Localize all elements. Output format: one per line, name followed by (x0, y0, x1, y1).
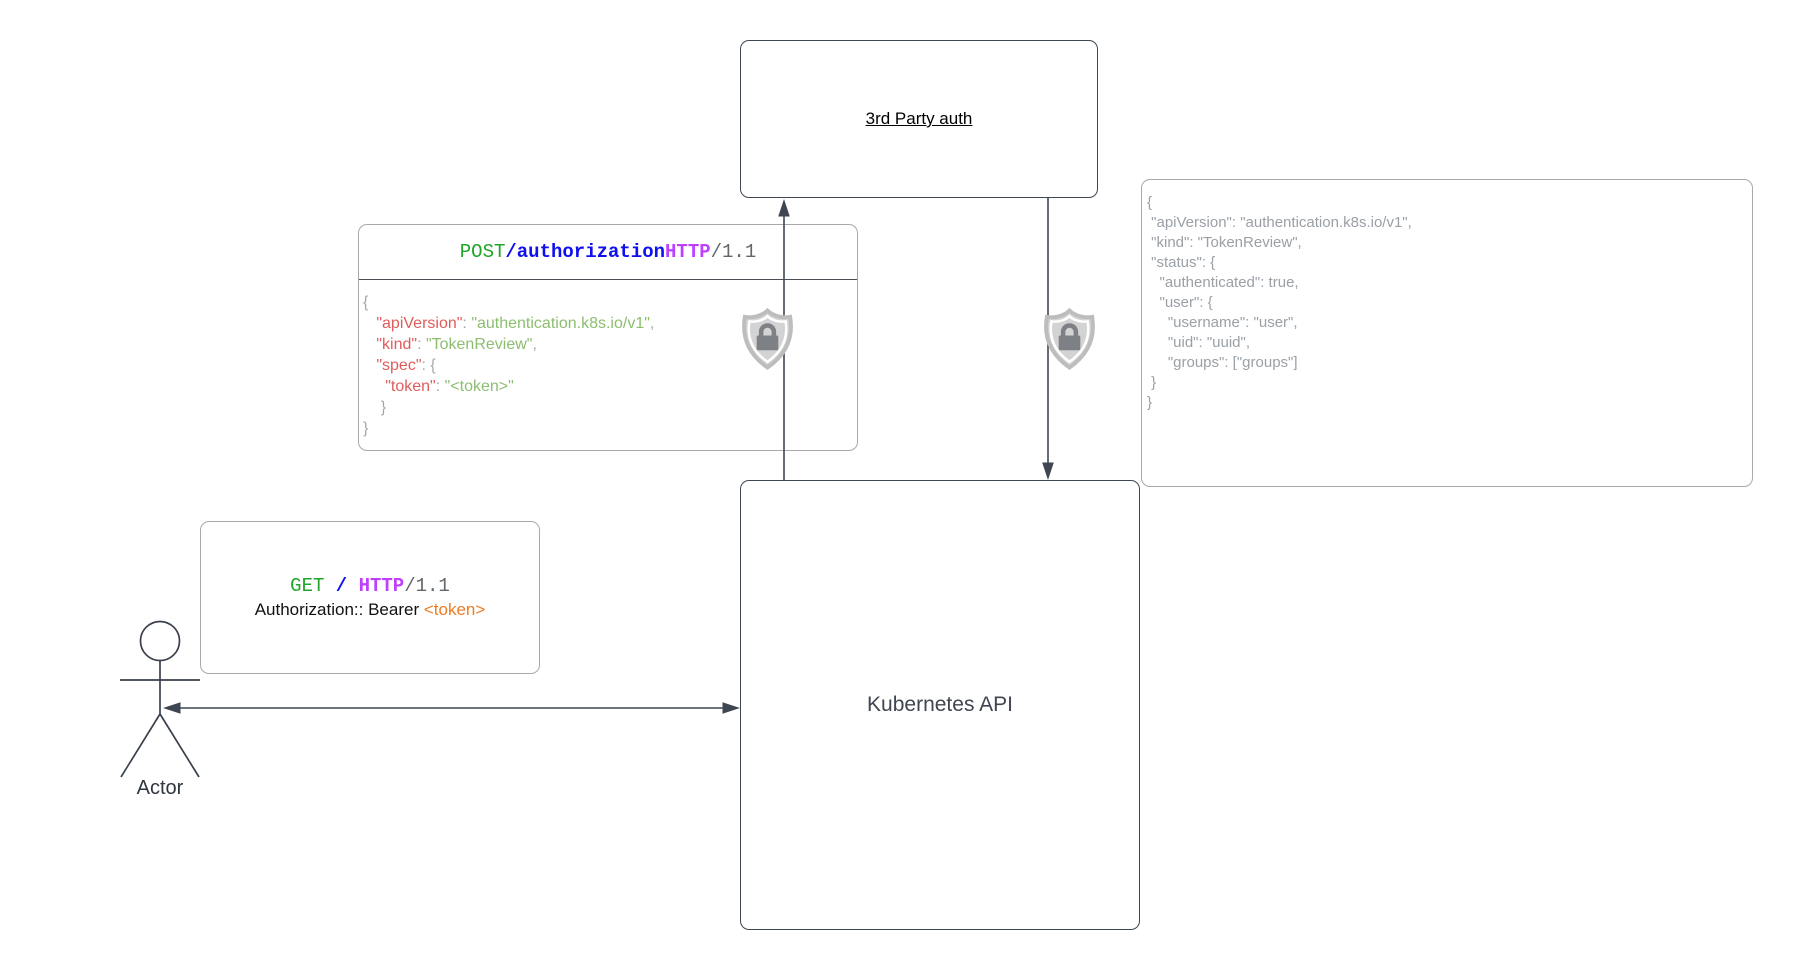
kubernetes-api-label: Kubernetes API (867, 693, 1013, 716)
padlock-glyph (1058, 323, 1081, 351)
token-review-request-json: { "apiVersion": "authentication.k8s.io/v… (363, 294, 655, 437)
http-post-request-line: POST /authorization HTTP/1.1 (359, 225, 857, 280)
actor-figure (120, 620, 200, 778)
token-review-response-json: { "apiVersion": "authentication.k8s.io/v… (1147, 194, 1412, 411)
kubernetes-api-node: Kubernetes API (740, 480, 1140, 930)
lock-shield-icon (742, 307, 793, 370)
actor-head (139, 620, 181, 662)
token-review-response-card: { "apiVersion": "authentication.k8s.io/v… (1141, 179, 1753, 487)
authorization-header-line: Authorization:: Bearer <token> (254, 599, 486, 619)
third-party-auth-node: 3rd Party auth (740, 40, 1098, 198)
third-party-auth-label: 3rd Party auth (865, 109, 973, 128)
http-get-request-line: GET / HTTP/1.1 (290, 574, 450, 597)
actor-api-arrow (163, 702, 740, 714)
get-request-card: GET / HTTP/1.1 Authorization:: Bearer <t… (200, 521, 540, 674)
padlock-glyph (756, 323, 779, 351)
lock-shield-icon (1044, 307, 1095, 370)
actor-label: Actor (136, 777, 184, 799)
